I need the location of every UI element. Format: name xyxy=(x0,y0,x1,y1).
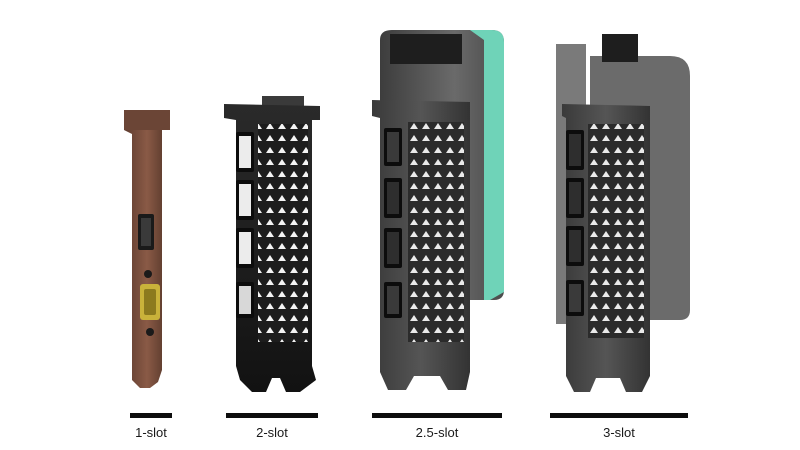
displayport xyxy=(384,228,402,268)
vent-grid xyxy=(588,124,644,338)
shroud-top-cap xyxy=(390,34,462,64)
vent-grid xyxy=(258,124,308,342)
vga-port xyxy=(140,284,160,320)
hdmi-port xyxy=(138,214,154,250)
displayport xyxy=(566,226,584,266)
displayport xyxy=(566,130,584,170)
slot-label-1-slot: 1-slot xyxy=(135,425,167,440)
hdmi-port xyxy=(384,282,402,318)
displayport xyxy=(566,178,584,218)
slot-width-bar-2-5-slot xyxy=(372,413,502,418)
hdmi-port xyxy=(236,282,254,318)
displayport xyxy=(236,180,254,220)
card-2-slot xyxy=(224,96,320,392)
screw-hole xyxy=(146,328,154,336)
screw-hole xyxy=(144,270,152,278)
slot-label-2-5-slot: 2.5-slot xyxy=(415,425,459,440)
displayport xyxy=(384,178,402,218)
hdmi-port xyxy=(566,280,584,316)
slot-width-bar-1-slot xyxy=(130,413,172,418)
slot-width-bar-3-slot xyxy=(550,413,688,418)
vent-grid xyxy=(408,122,464,342)
displayport xyxy=(236,228,254,268)
hdmi-port xyxy=(384,128,402,166)
shroud-top-block xyxy=(602,34,638,62)
teal-accent-stripe xyxy=(470,30,504,300)
card-3-slot xyxy=(556,34,690,392)
slot-label-3-slot: 3-slot xyxy=(603,425,635,440)
card-2-5-slot xyxy=(372,30,504,390)
displayport xyxy=(236,132,254,172)
card-1-slot xyxy=(124,110,170,388)
slot-width-bar-2-slot xyxy=(226,413,318,418)
slot-label-2-slot: 2-slot xyxy=(256,425,288,440)
bracket-1-slot-top-tab xyxy=(124,110,170,130)
